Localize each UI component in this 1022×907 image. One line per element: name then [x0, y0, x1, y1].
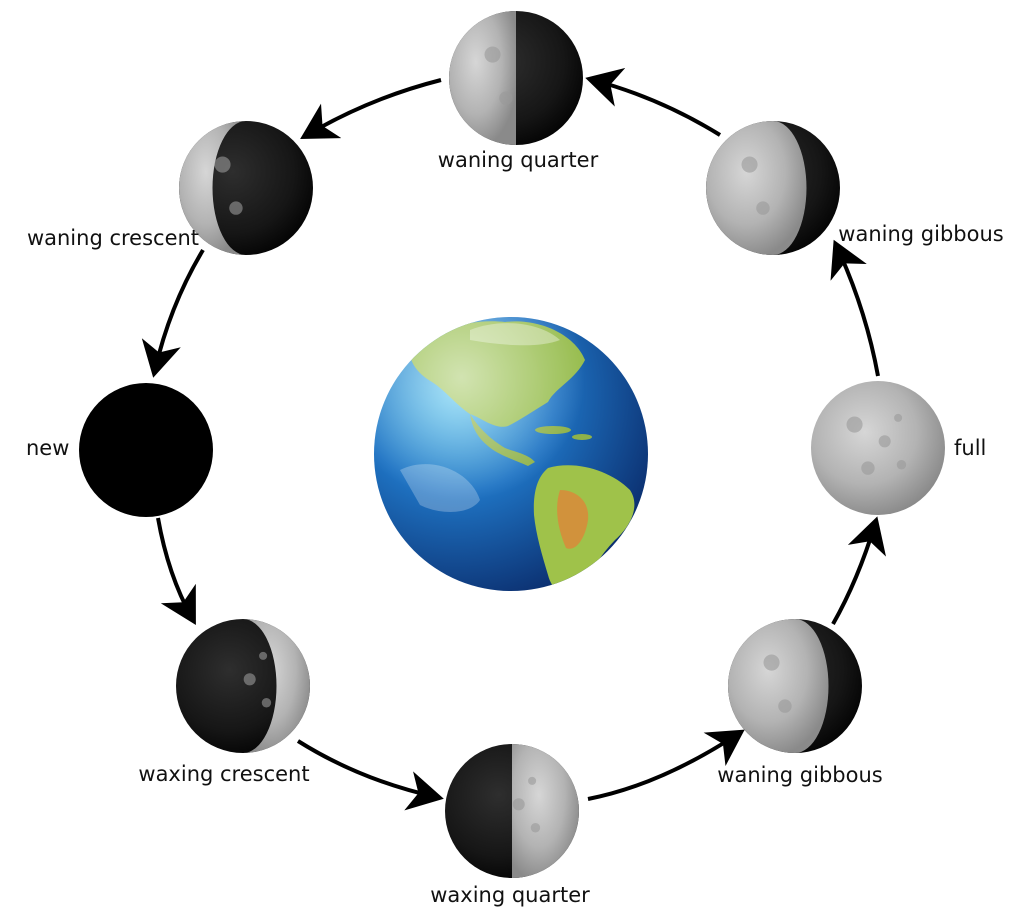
arrow-waxing-quarter-to-waning-gibbous [588, 734, 738, 799]
label-new: new [26, 436, 69, 460]
moon-crater [229, 201, 242, 214]
moon-crater [861, 461, 874, 474]
label-waxing-quarter: waxing quarter [430, 883, 590, 907]
label-full: full [954, 436, 986, 460]
moon-waning-gibbous-upper [706, 121, 840, 255]
earth-globe [374, 317, 648, 593]
moon-crater [879, 435, 891, 447]
moon-crater [485, 47, 501, 63]
label-waxing-crescent: waxing crescent [138, 762, 309, 786]
moon-waning-crescent [179, 121, 313, 255]
moon-lit-region [706, 121, 806, 255]
arrow-waning-crescent-to-new [155, 250, 203, 370]
moon-new [79, 383, 213, 517]
moon-crater [528, 777, 536, 785]
label-waning-gibbous-upper: waning gibbous [838, 222, 1003, 246]
arrow-waning-gibbous-to-full [833, 524, 875, 624]
moon-crater [513, 798, 525, 810]
moon-lit-region [728, 619, 828, 753]
arrow-full-to-waning-gibbous [837, 247, 878, 376]
moon-disc [79, 383, 213, 517]
arrow-waning-gibbous-to-waning-quarter [593, 80, 720, 135]
moon-full [811, 381, 945, 515]
moon-crater [262, 698, 271, 707]
moon-waxing-quarter [445, 744, 579, 878]
moon-crater [847, 417, 863, 433]
moon-waning-gibbous-lower [728, 619, 862, 753]
label-waning-gibbous-lower: waning gibbous [717, 763, 882, 787]
moon-disc [811, 381, 945, 515]
moon-crater [764, 655, 780, 671]
moon-crater [259, 652, 267, 660]
moon-crater [215, 157, 231, 173]
moon-crater [244, 673, 256, 685]
arrow-waning-quarter-to-waning-crescent [307, 80, 441, 135]
moon-lit-region [512, 744, 579, 878]
moon-waxing-crescent [176, 619, 310, 753]
moon-crater [756, 201, 769, 214]
moon-crater [531, 823, 540, 832]
moon-crater [778, 699, 791, 712]
label-waning-quarter: waning quarter [438, 148, 599, 172]
moon-crater [742, 157, 758, 173]
moon-crater [894, 414, 902, 422]
moon-lit-region [449, 11, 516, 145]
arrow-waxing-crescent-to-waxing-quarter [298, 741, 436, 797]
moon-waning-quarter [449, 11, 583, 145]
label-waning-crescent: waning crescent [27, 226, 199, 250]
moon-crater [897, 460, 906, 469]
moon-crater [499, 91, 512, 104]
arrow-new-to-waxing-crescent [158, 518, 192, 618]
